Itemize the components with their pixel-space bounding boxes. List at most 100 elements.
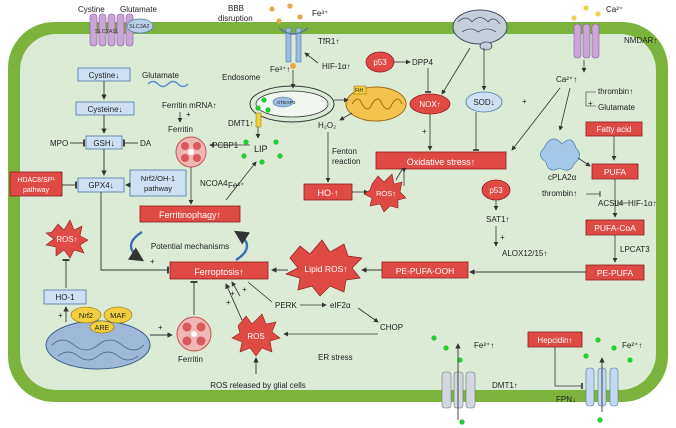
acsl4-label: ACSL4: [598, 199, 624, 208]
dmt1-in-channel: [255, 112, 262, 128]
hdac-pathway-box: [9, 171, 63, 197]
ferroptosis-label: Ferroptosis↑: [194, 267, 244, 277]
fe3-outside-label: Fe³⁺: [312, 9, 328, 18]
cysteine-box: [75, 101, 135, 116]
hif-top-label: HIF-1α↑: [322, 62, 351, 71]
lipid-ros-burst: [285, 239, 363, 297]
nrf2-pathway-line2: pathway: [144, 184, 172, 193]
mitochondrion-icon: [345, 86, 407, 122]
glial-ros-label: ROS released by glial cells: [210, 381, 306, 390]
plus-sat: +: [500, 233, 505, 242]
steap3-label: STEAP3: [277, 100, 296, 106]
ferritin-mrna-label: Ferritin mRNA↑: [162, 101, 217, 110]
ros-left-label: ROS↑: [56, 235, 77, 244]
pe-pufa-box: [585, 264, 645, 281]
sod-label: SOD↓: [473, 98, 494, 107]
nrf2-pathway-box: [129, 169, 187, 197]
cystine-outside-label: Cystine: [78, 5, 105, 14]
thrombin-mid-label: thrombin↑: [542, 189, 577, 198]
cycle-arrow-right: [233, 230, 250, 262]
cytoplasm: [20, 34, 656, 390]
mrna-icon: [147, 80, 189, 88]
fe2-label: Fe²⁺: [228, 181, 244, 190]
brain-icon: [452, 9, 508, 51]
fpn-label: FPN↓: [556, 395, 576, 404]
potential-mechanisms-label: Potential mechanisms: [151, 242, 229, 251]
ros-bottom-burst: [231, 313, 281, 357]
mpo-label: MPO: [50, 139, 68, 148]
ho1-box: [43, 289, 87, 305]
plus-er: +: [230, 289, 235, 298]
pcbp-label: PCBP1: [212, 141, 239, 150]
plus-nox: +: [422, 127, 427, 136]
cpla2-icon: [540, 138, 580, 171]
fth-label: FtH: [355, 88, 363, 94]
fenton-line1: Fenton: [332, 147, 357, 156]
bbb-disruption-label: disruption: [218, 14, 253, 23]
dmt1-bottom-label: DMT1↑: [492, 381, 518, 390]
plus-c: +: [150, 257, 155, 266]
ferroptosis-box: [169, 261, 269, 280]
plus-d: +: [242, 285, 247, 294]
lip-iron-dots: [241, 139, 283, 165]
lip-label: LIP: [254, 144, 268, 154]
chop-label: CHOP: [380, 323, 403, 332]
cycle-arrow-left: [128, 230, 145, 262]
oxidative-stress-box: [375, 151, 507, 170]
ca2-outside-label: Ca²⁺: [606, 5, 623, 14]
p53-top-label: p53: [373, 58, 387, 67]
cysteine-box-label: Cysteine↓: [87, 105, 122, 114]
glutamate-left-label: Glutamate: [142, 71, 179, 80]
hif-right-label: HIF-1α↑: [628, 199, 657, 208]
fth-box: [353, 85, 367, 95]
alox-label: ALOX12/15↑: [502, 249, 547, 258]
er-stress-label: ER stress: [318, 353, 353, 362]
nrf2-oval: [70, 306, 102, 324]
dmt1-bottom-channel: [441, 371, 476, 409]
fpn-channel: [585, 367, 619, 407]
fe3-outside-dots: [269, 3, 303, 24]
glutamate-outside-label: Glutamate: [120, 5, 157, 14]
are-label: ARE: [95, 325, 110, 332]
pe-pufa-label: PE-PUFA: [597, 268, 634, 278]
eif2a-label: eIF2α: [330, 301, 351, 310]
maf-oval: [103, 306, 133, 324]
maf-label: MAF: [110, 311, 126, 320]
ferritin-bottom-label: Ferritin: [178, 355, 203, 364]
sod-oval: [465, 91, 503, 113]
dmt1-in-label: DMT1↑: [228, 119, 254, 128]
bbb-label: BBB: [228, 4, 244, 13]
plus-ca: +: [588, 99, 593, 108]
perk-label: PERK: [275, 301, 297, 310]
fe2-bottom-left-label: Fe²⁺↑: [474, 341, 494, 350]
slc3a2-label: SLC3A2: [129, 24, 150, 30]
plus-mrna: +: [186, 110, 191, 119]
oxidative-stress-label: Oxidative stress↑: [407, 157, 476, 167]
nrf2-pathway-line1: Nrf2/OH-1: [141, 174, 175, 183]
ca2-outside-dots: [571, 5, 601, 21]
ca2-in-label: Ca²⁺↑: [556, 75, 577, 84]
hdac-pathway-line1: HDAC8/SP¹: [17, 177, 55, 184]
ferritin-top-icon: [175, 136, 207, 168]
tfr1-label: TfR1↑: [318, 37, 339, 46]
lpcat3-label: LPCAT3: [620, 245, 650, 254]
ferritinophagy-box: [139, 205, 241, 223]
cpla2-label: cPLA2α: [548, 173, 577, 182]
endosome-label: Endosome: [222, 73, 261, 82]
pufa-coa-label: PUFA-CoA: [594, 223, 636, 233]
p53-mid-label: p53: [489, 186, 503, 195]
ros-mid-burst: [363, 173, 407, 213]
h2o2-label: H₂O₂: [318, 121, 336, 130]
nrf2-label: Nrf2: [79, 311, 93, 320]
da-label: DA: [140, 139, 152, 148]
fe2-bottom-right-dots: [583, 337, 633, 423]
glutamate-right-label: Glutamate: [598, 103, 635, 112]
plus-ox2: +: [522, 97, 527, 106]
gpx4-box-label: GPX4↓: [88, 181, 113, 190]
ho1-box-label: HO-1: [55, 293, 75, 302]
plus-ros-ferro: +: [226, 298, 231, 307]
ferritin-bottom-icon: [176, 316, 212, 352]
pufa-label: PUFA: [604, 167, 627, 177]
nmdar-channel: [573, 23, 600, 59]
fe2-endosome-dots: [255, 97, 271, 113]
